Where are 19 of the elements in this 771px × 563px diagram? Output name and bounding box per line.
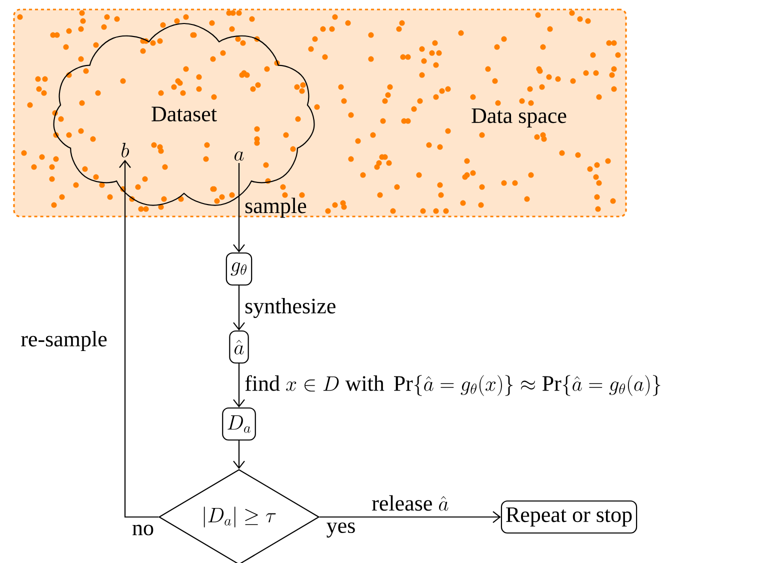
arrow	[233, 163, 245, 252]
arrow	[320, 511, 501, 523]
edge-label: $\text{find } x \in D \text{ with } \Pr\{\hat{a} = g_{\theta}(x)\} \approx \Pr\{\hat{a} = g_{\theta}(a)\}$	[245, 375, 660, 396]
edge-label: re-sample	[21, 331, 107, 351]
band-label: Data space	[472, 108, 566, 128]
edge-label: synthesize	[245, 298, 336, 318]
arrow	[233, 286, 245, 330]
edge-label: $\text{release } \hat{a}$	[372, 495, 448, 511]
point-label: $b$	[122, 142, 130, 158]
process-box: $D_a$	[222, 407, 256, 441]
arrow	[233, 364, 245, 408]
point-label: $a$	[234, 151, 244, 161]
process-box: $\hat{a}$	[229, 330, 249, 364]
process-box: Repeat or stop	[500, 500, 638, 534]
arrow	[119, 160, 158, 518]
branch-label: yes	[326, 522, 355, 538]
branch-label: no	[132, 524, 154, 536]
process-box: $g_{\theta}$	[226, 252, 252, 286]
arrow	[233, 440, 245, 469]
